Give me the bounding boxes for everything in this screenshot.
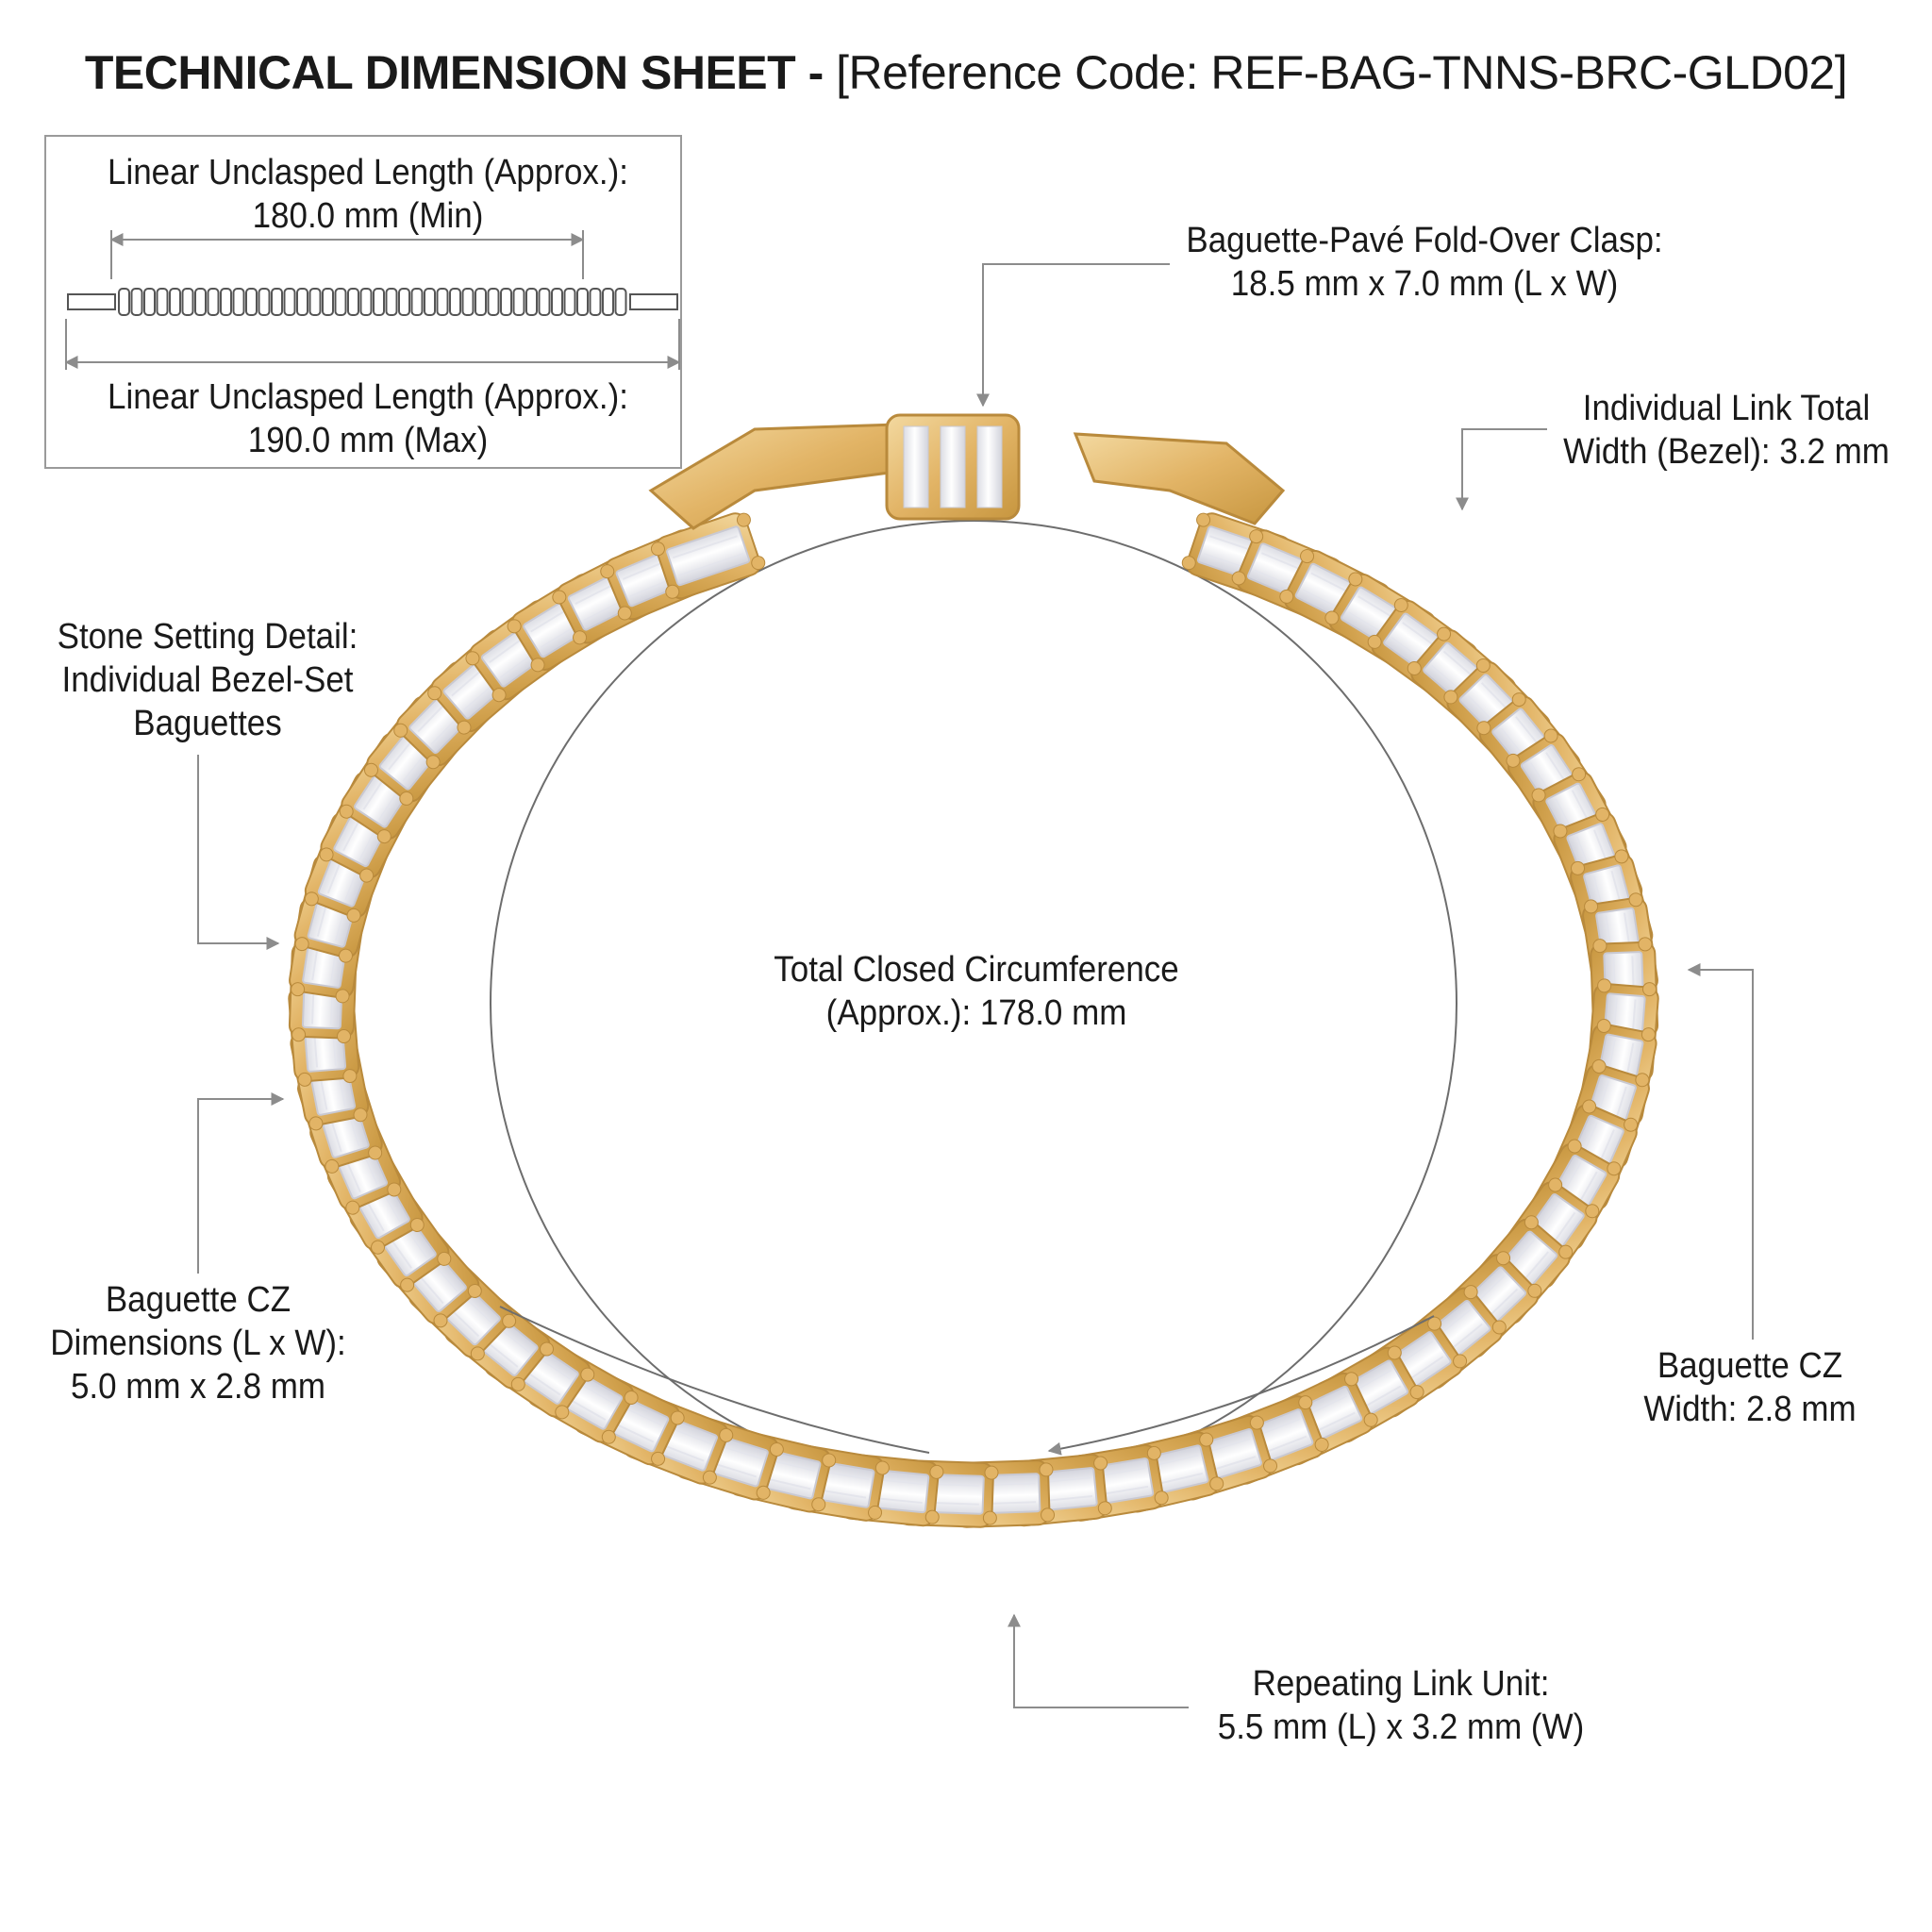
cz-dims-leader-line [197,1092,285,1274]
circumference-arrow-left [499,1306,930,1454]
mini-link [487,288,500,316]
title-reference-code: [Reference Code: REF-BAG-TNNS-BRC-GLD02] [836,46,1848,99]
mini-link [118,288,130,316]
link-width-callout-line2: Width (Bezel): 3.2 mm [1563,432,1890,472]
mini-link [334,288,347,316]
clasp-callout: Baguette-Pavé Fold-Over Clasp: 18.5 mm x… [1181,219,1667,306]
mini-link [271,288,283,316]
mini-link [232,288,245,316]
mini-link [347,288,359,316]
cz-width-callout: Baguette CZ Width: 2.8 mm [1615,1344,1884,1431]
clasp-leader-line [976,263,1170,408]
link-width-callout: Individual Link Total Width (Bezel): 3.2… [1553,387,1900,474]
mini-link [156,288,169,316]
mini-link [551,288,563,316]
link-unit-callout-line2: 5.5 mm (L) x 3.2 mm (W) [1217,1707,1585,1747]
mini-link [410,288,424,316]
mini-link [602,288,614,316]
link-unit-callout: Repeating Link Unit: 5.5 mm (L) x 3.2 mm… [1197,1662,1605,1749]
circumference-callout-line2: (Approx.): 178.0 mm [825,993,1127,1033]
clasp-callout-line1: Baguette-Pavé Fold-Over Clasp: [1186,221,1663,260]
max-length-label-line1: Linear Unclasped Length (Approx.): [108,377,628,417]
mini-link [614,288,627,316]
cz-dims-callout-line1: Baguette CZ [105,1280,291,1320]
mini-link [461,288,475,316]
clasp-callout-line2: 18.5 mm x 7.0 mm (L x W) [1230,264,1619,304]
mini-link [500,288,512,316]
mini-link [194,288,207,316]
min-length-label-line1: Linear Unclasped Length (Approx.): [108,153,628,192]
mini-link [475,288,487,316]
link-width-leader-line [1456,428,1547,511]
setting-callout-line1: Stone Setting Detail: [57,617,358,657]
cz-width-leader-line [1687,963,1754,1340]
max-length-label-line2: 190.0 mm (Max) [247,421,489,460]
title-main: TECHNICAL DIMENSION SHEET - [84,46,824,99]
mini-link [449,288,461,316]
mini-link [373,288,385,316]
setting-callout: Stone Setting Detail: Individual Bezel-S… [34,615,381,745]
cz-dims-callout-line3: 5.0 mm x 2.8 mm [70,1367,326,1407]
mini-link [308,288,322,316]
min-length-label: Linear Unclasped Length (Approx.): 180.0… [99,151,637,238]
mini-link [296,288,308,316]
mini-link [220,288,232,316]
bracelet-ring [288,512,1659,1528]
setting-callout-line3: Baguettes [133,704,282,743]
mini-link [436,288,449,316]
mini-link [169,288,181,316]
mini-link [385,288,398,316]
circumference-arrow-right [1047,1315,1435,1456]
setting-leader-line [197,755,280,950]
cz-dims-callout-line2: Dimensions (L x W): [50,1324,346,1363]
mini-link [359,288,373,316]
mini-link [143,288,156,316]
link-unit-leader-line [1008,1613,1189,1708]
min-length-label-line2: 180.0 mm (Min) [252,196,484,236]
mini-link [181,288,194,316]
length-dimension-box [44,135,682,469]
cz-width-callout-line2: Width: 2.8 mm [1643,1390,1857,1429]
mini-link [207,288,220,316]
mini-link [283,288,296,316]
mini-link [424,288,436,316]
mini-link [245,288,258,316]
mini-link [576,288,589,316]
fold-over-clasp [648,413,1286,530]
link-unit-callout-line1: Repeating Link Unit: [1252,1664,1550,1704]
circumference-callout-line1: Total Closed Circumference [774,950,1179,990]
mini-link [398,288,410,316]
mini-link [525,288,538,316]
mini-link [258,288,271,316]
mini-link [589,288,602,316]
setting-callout-line2: Individual Bezel-Set [61,660,354,700]
mini-link [130,288,143,316]
mini-link [563,288,576,316]
bracelet-link [650,512,766,600]
max-length-label: Linear Unclasped Length (Approx.): 190.0… [99,375,637,462]
page-title: TECHNICAL DIMENSION SHEET - [Reference C… [0,45,1932,100]
mini-link [322,288,334,316]
mini-link [512,288,525,316]
mini-bracelet-schematic [67,288,678,316]
cz-width-callout-line1: Baguette CZ [1657,1346,1843,1386]
mini-link [538,288,551,316]
cz-dims-callout: Baguette CZ Dimensions (L x W): 5.0 mm x… [33,1278,363,1408]
link-width-callout-line1: Individual Link Total [1582,389,1871,428]
circumference-callout: Total Closed Circumference (Approx.): 17… [711,948,1241,1035]
